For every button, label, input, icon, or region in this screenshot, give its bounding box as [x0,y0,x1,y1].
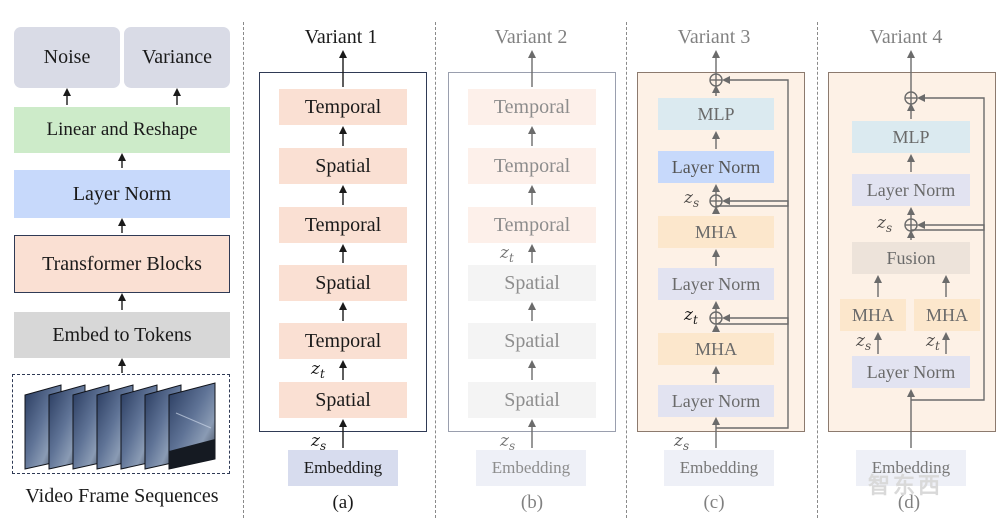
variant4-ln-top-label: Layer Norm [866,179,956,200]
variant1-block-1-label: Temporal [304,95,382,118]
variant2-embedding: Embedding [476,450,586,486]
variant4-mlp: MLP [852,121,970,153]
variant1-block-6-label: Spatial [315,388,371,411]
variant1-embedding-label: Embedding [303,458,383,477]
video-frames-image [24,382,216,471]
separator-3 [626,22,627,518]
embed-tokens-label: Embed to Tokens [52,323,192,346]
variant3-mlp: MLP [658,98,774,130]
variant4-zs-top: zs [876,213,892,235]
variant4-embedding: Embedding [856,450,966,486]
variant2-block-1-label: Temporal [493,95,571,118]
variant4-mha-left-label: MHA [851,304,894,325]
variant4-zt-right: zt [925,331,940,353]
variant2-block-1: Temporal [468,89,596,125]
separator-2 [435,22,436,518]
variant1-embedding: Embedding [288,450,398,486]
variant4-embedding-label: Embedding [871,458,951,477]
variant4-fusion-label: Fusion [886,247,936,268]
variant4-ln-top: Layer Norm [852,174,970,206]
noise-box: Noise [14,27,120,88]
variant1-block-6: Spatial [279,382,407,418]
left-layer-norm-label: Layer Norm [72,182,172,205]
linear-reshape-label: Linear and Reshape [46,119,198,140]
variant1-zt: zt [310,359,325,381]
video-caption: Video Frame Sequences [25,485,219,507]
variant4-caption: (d) [897,492,921,513]
variant2-block-4-label: Spatial [504,271,560,294]
variant3-mha-bot: MHA [658,333,774,365]
variant4-mha-right-label: MHA [925,304,968,325]
variant4-ln-bot: Layer Norm [852,356,970,388]
variant4-mlp-label: MLP [892,126,930,147]
variant4-mha-left: MHA [840,299,906,331]
separator-4 [817,22,818,518]
transformer-blocks-label: Transformer Blocks [42,252,202,275]
variant2-block-6-label: Spatial [504,388,560,411]
watermark: 智东西 [868,474,944,499]
variant1-zs: zs [310,431,326,453]
separator-1 [243,22,244,518]
variant3-zt: zt [683,305,698,327]
variant1-block-3-label: Temporal [304,213,382,236]
variant3-ln-bot-label: Layer Norm [671,390,761,411]
variant3-mha-top-label: MHA [694,221,737,242]
variant3-ln-mid-label: Layer Norm [671,273,761,294]
variant2-zt: zt [499,243,514,265]
left-layer-norm-box: Layer Norm [14,170,230,218]
variant3-caption: (c) [703,492,725,513]
variant2-title: Variant 2 [494,26,568,48]
variant4-title: Variant 4 [869,26,943,48]
linear-reshape-box: Linear and Reshape [14,107,230,153]
variant2-block-2-label: Temporal [493,154,571,177]
embed-tokens-box: Embed to Tokens [14,312,230,358]
variant2-block-5-label: Spatial [504,329,560,352]
variant1-block-1: Temporal [279,89,407,125]
variant1-block-5: Temporal [279,323,407,359]
variant3-ln-top: Layer Norm [658,151,774,183]
variant1-block-4-label: Spatial [315,271,371,294]
variant2-block-6: Spatial [468,382,596,418]
variant3-embedding-label: Embedding [679,458,759,477]
variant3-zs-bottom: zs [673,431,689,453]
variant3-ln-bot: Layer Norm [658,385,774,417]
variant1-caption: (a) [332,492,354,513]
variant3-ln-mid: Layer Norm [658,268,774,300]
variant3-title: Variant 3 [677,26,751,48]
variant1-block-3: Temporal [279,207,407,243]
variant2-block-3: Temporal [468,207,596,243]
variant4-fusion: Fusion [852,242,970,274]
variant1-block-2-label: Spatial [315,154,371,177]
noise-label: Noise [43,46,91,68]
variant4-mha-right: MHA [914,299,980,331]
variant3-embedding: Embedding [664,450,774,486]
variant2-caption: (b) [520,492,544,513]
variant2-block-4: Spatial [468,265,596,301]
variant3-zs-mid: zs [683,188,699,210]
variant4-ln-bot-label: Layer Norm [866,361,956,382]
variant1-block-5-label: Temporal [304,329,382,352]
variant2-block-3-label: Temporal [493,213,571,236]
variant1-block-4: Spatial [279,265,407,301]
variant4-zs-left: zs [855,331,871,353]
variant3-ln-top-label: Layer Norm [671,156,761,177]
variant1-block-2: Spatial [279,148,407,184]
variant3-mha-top: MHA [658,216,774,248]
variance-box: Variance [124,27,230,88]
variant3-frame [637,72,805,432]
variant2-block-2: Temporal [468,148,596,184]
variant3-mha-bot-label: MHA [694,338,737,359]
transformer-blocks-box: Transformer Blocks [14,235,230,293]
variant2-block-5: Spatial [468,323,596,359]
variant1-title: Variant 1 [304,26,378,48]
variant2-zs: zs [499,431,515,453]
variant2-embedding-label: Embedding [491,458,571,477]
variant3-mlp-label: MLP [697,103,735,124]
variance-label: Variance [142,46,212,68]
video-frames-frame [12,374,230,474]
